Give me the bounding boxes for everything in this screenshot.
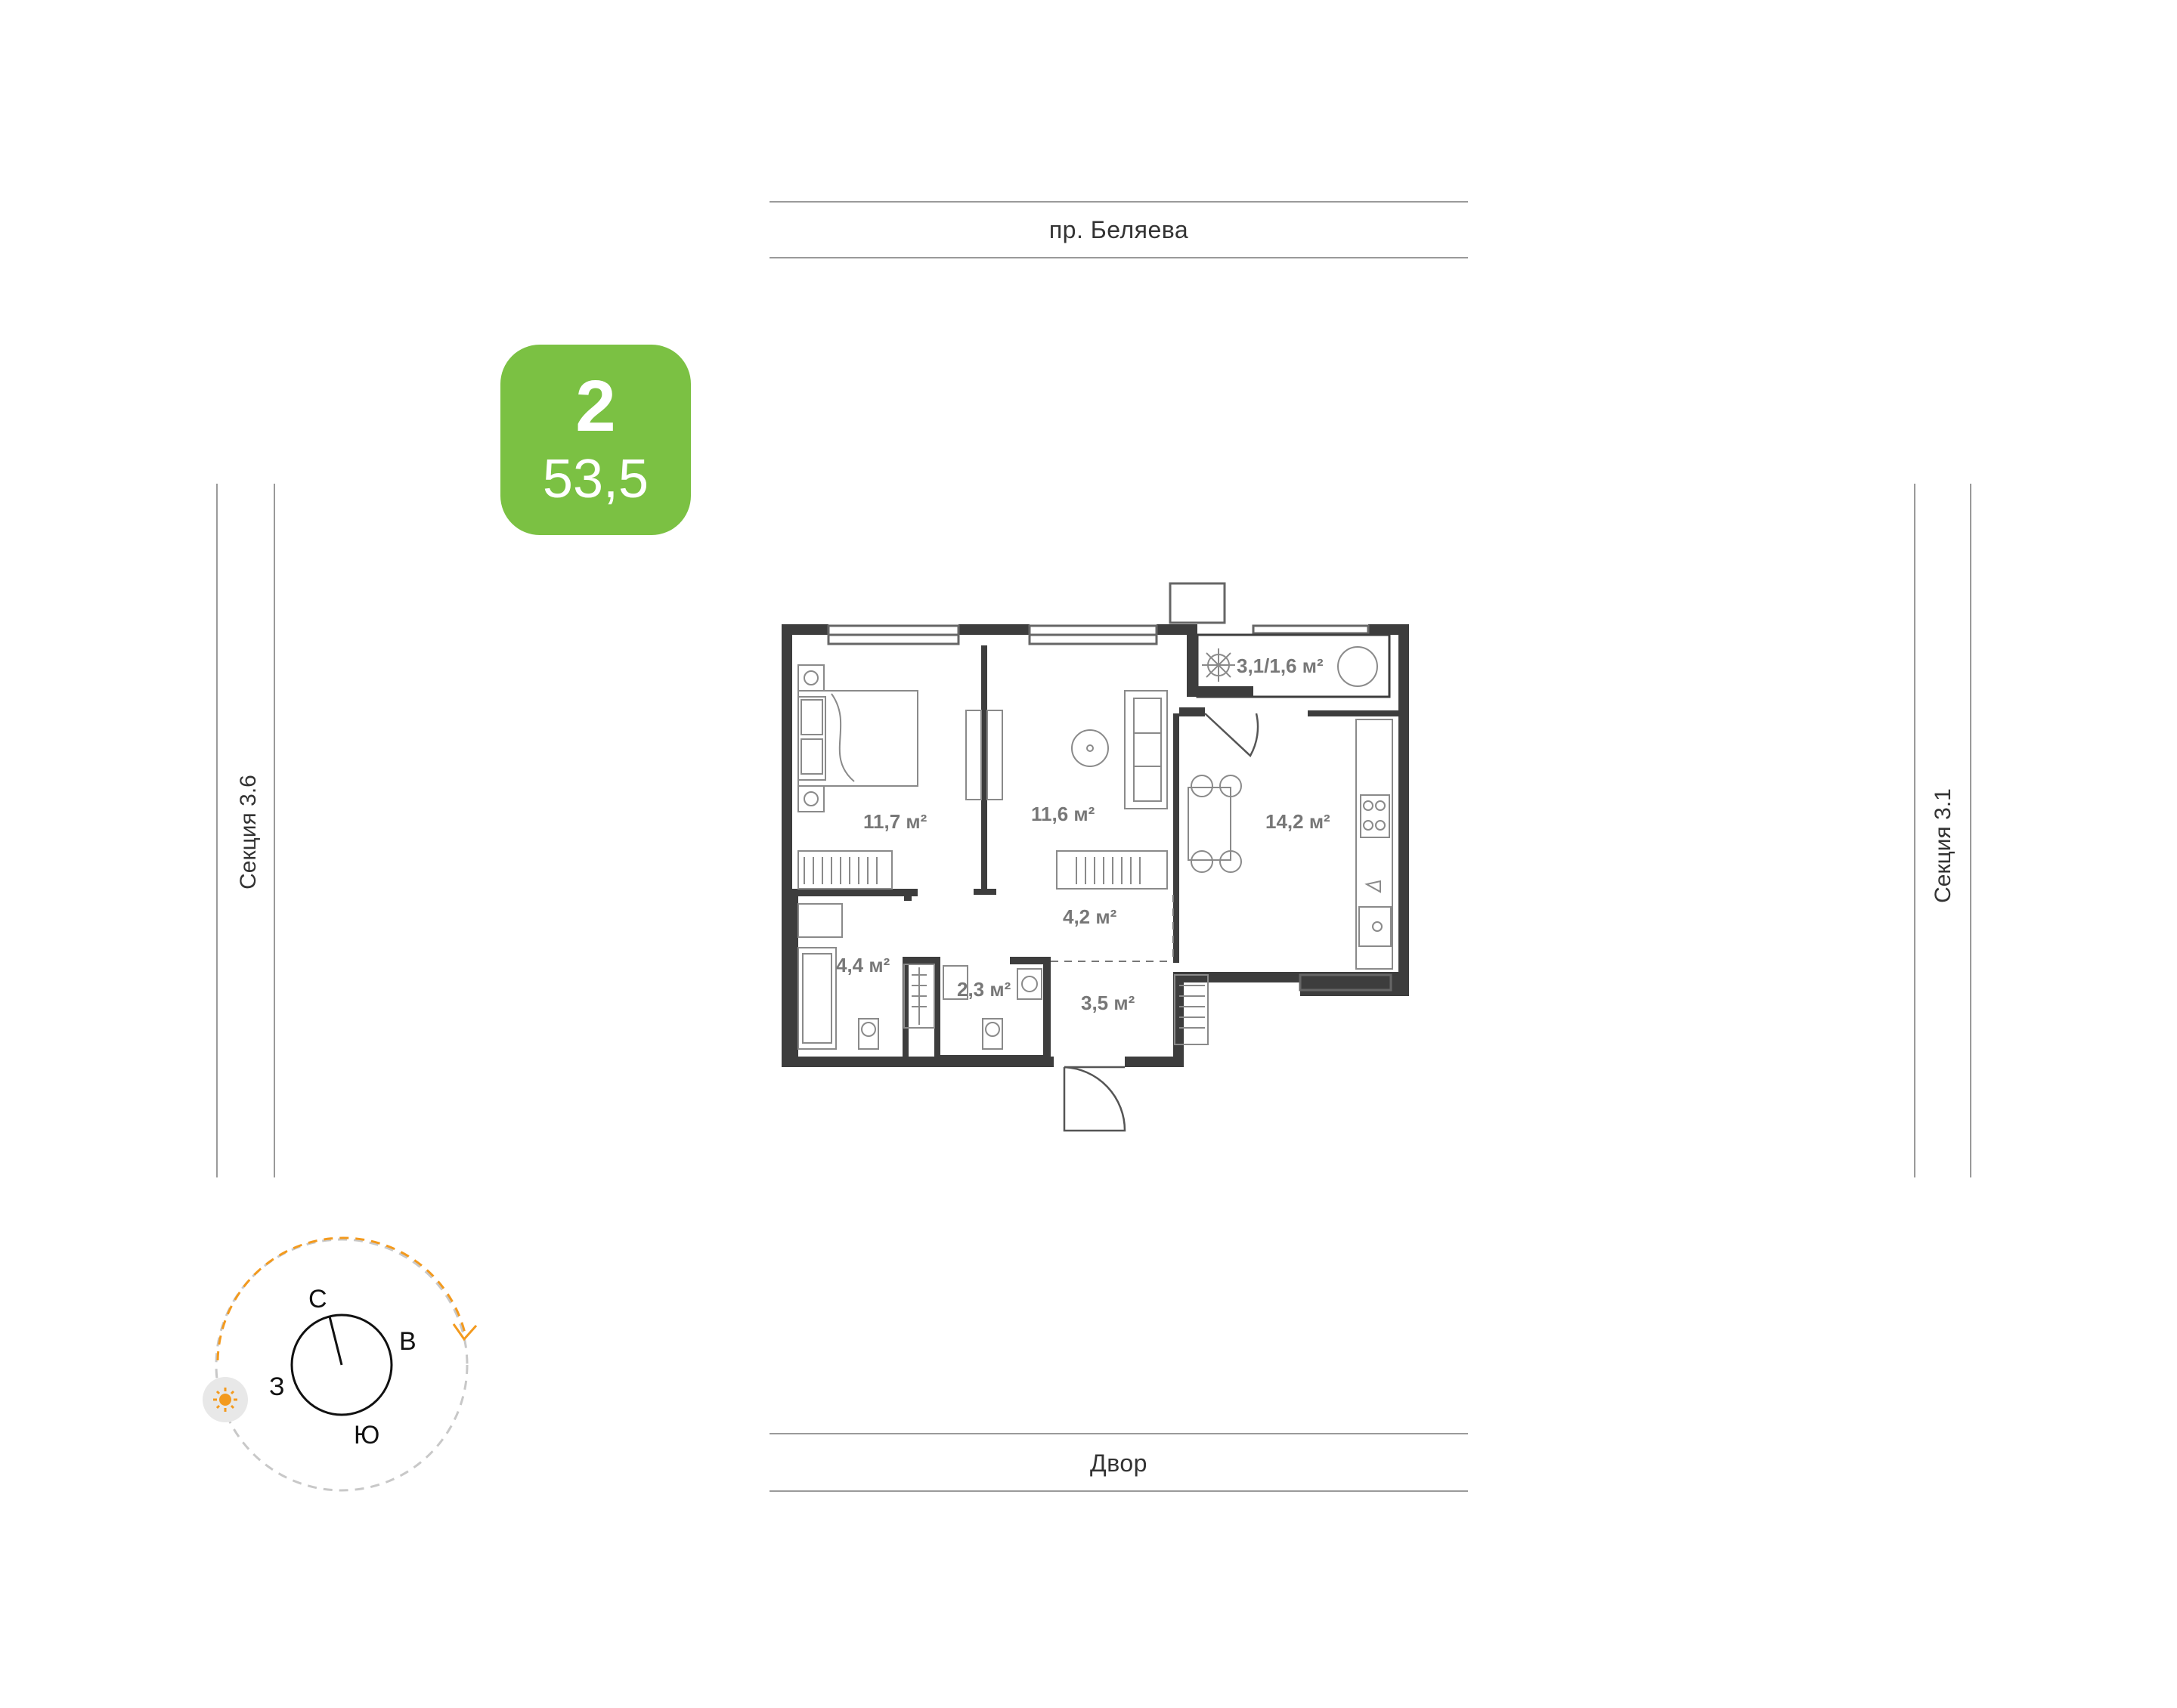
doors <box>1063 713 1259 1132</box>
right-section-line-outer <box>1914 484 1915 1177</box>
compass-south: Ю <box>354 1421 379 1450</box>
bottom-street-line-lower <box>770 1490 1468 1492</box>
top-street-label: пр. Беляева <box>1048 216 1189 243</box>
room-area-bathroom: 4,4 м² <box>836 954 890 976</box>
sun-path-arc <box>216 1236 467 1361</box>
left-section-line-outer <box>216 484 218 1177</box>
top-street-line-lower <box>770 257 1468 258</box>
furniture <box>797 646 1393 1050</box>
windows <box>827 582 1392 992</box>
total-area: 53,5 <box>542 449 649 509</box>
arrow-icon <box>452 1323 478 1341</box>
balcony-outline <box>1196 633 1391 698</box>
apartment-badge: 2 53,5 <box>500 345 691 535</box>
compass-circle <box>290 1313 393 1416</box>
sun-path-compass: С В З Ю <box>203 1236 478 1492</box>
zone-dividers <box>1051 895 1174 962</box>
bottom-street-label: Двор <box>1090 1450 1147 1477</box>
left-section-line-inner <box>274 484 275 1177</box>
sun-icon <box>203 1377 248 1422</box>
room-area-bedroom: 11,7 м² <box>863 810 927 833</box>
bottom-street-line-upper <box>770 1433 1468 1434</box>
right-section-line-inner <box>1970 484 1971 1177</box>
compass-west: З <box>269 1372 285 1401</box>
room-area-kitchen: 14,2 м² <box>1265 810 1330 833</box>
top-street-line-upper <box>770 201 1468 203</box>
room-area-hall: 4,2 м² <box>1063 905 1117 928</box>
walls <box>782 624 1409 1067</box>
room-area-balcony: 3,1/1,6 м² <box>1237 654 1324 677</box>
room-area-wc: 2,3 м² <box>957 978 1011 1001</box>
room-count: 2 <box>575 366 616 447</box>
compass-needle-icon <box>328 1316 343 1366</box>
sun-path-circle <box>215 1238 469 1492</box>
room-area-entry: 3,5 м² <box>1081 992 1135 1014</box>
room-area-living: 11,6 м² <box>1031 803 1095 825</box>
compass-east: В <box>399 1327 417 1356</box>
compass-north: С <box>308 1285 327 1313</box>
